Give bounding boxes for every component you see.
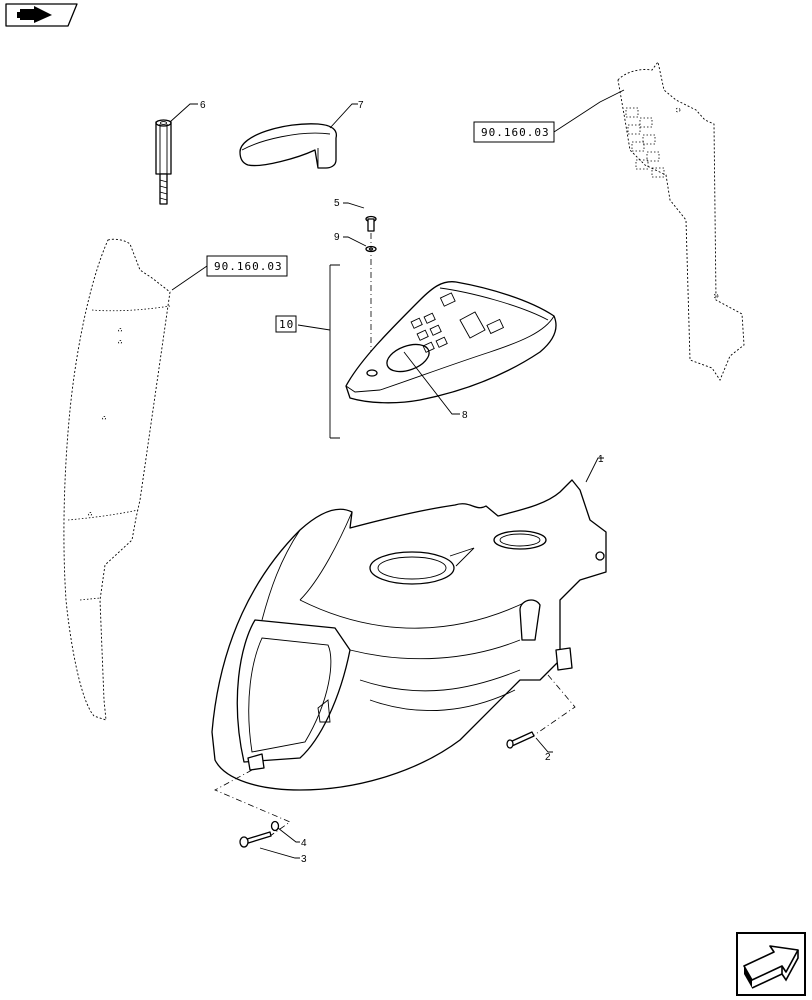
callout-4: 4 xyxy=(301,838,307,849)
next-page-arrow-icon[interactable] xyxy=(736,932,806,996)
part-2-bolt xyxy=(506,731,553,753)
ref-box-right[interactable]: 90.160.03 xyxy=(473,89,625,143)
part-4-washer xyxy=(270,820,300,843)
part-9-washer xyxy=(343,236,377,253)
ref-left-label: 90.160.03 xyxy=(214,260,283,273)
callout-6: 6 xyxy=(200,100,206,111)
left-trim-panel xyxy=(63,238,171,721)
part-7-cap xyxy=(239,103,358,169)
callout-5: 5 xyxy=(334,198,340,209)
part-3-bolt xyxy=(239,831,300,859)
ref-box-left[interactable]: 90.160.03 xyxy=(171,255,288,291)
ref-right-label: 90.160.03 xyxy=(481,126,550,139)
callout-1: 1 xyxy=(598,454,604,465)
callout-2: 2 xyxy=(545,752,551,763)
callout-10-box[interactable]: 10 xyxy=(275,315,297,333)
part-6-standoff xyxy=(155,103,198,205)
callout-9: 9 xyxy=(334,232,340,243)
callout-3: 3 xyxy=(301,854,307,865)
callout-8: 8 xyxy=(462,410,468,421)
callout-10: 10 xyxy=(279,318,294,331)
book-arrow-icon[interactable] xyxy=(5,3,78,27)
assembly-line-2 xyxy=(529,674,576,739)
part-10-console xyxy=(297,264,557,439)
part-5-screw xyxy=(343,202,377,232)
right-trim-panel xyxy=(617,60,745,381)
callout-7: 7 xyxy=(358,100,364,111)
part-1-shroud xyxy=(211,457,607,791)
